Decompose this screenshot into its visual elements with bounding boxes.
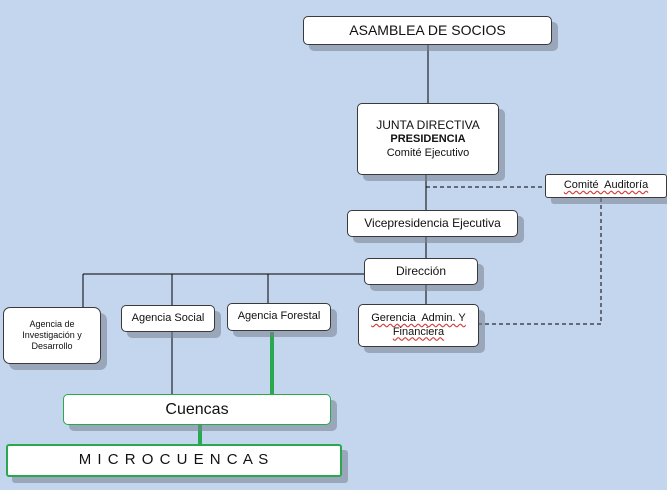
admin-finance-line-1: Gerencia Admin. Y: [371, 311, 466, 324]
micro-watersheds-label: M I C R O C U E N C A S: [78, 451, 270, 469]
micro-watersheds-box: M I C R O C U E N C A S: [6, 444, 342, 477]
assembly-box: ASAMBLEA DE SOCIOS: [303, 16, 552, 45]
board-box: JUNTA DIRECTIVA PRESIDENCIA Comité Ejecu…: [357, 103, 499, 175]
watersheds-box: Cuencas: [63, 394, 331, 425]
board-committee: Comité Ejecutivo: [386, 146, 470, 159]
executive-vp-box: Vicepresidencia Ejecutiva: [347, 210, 518, 237]
forestry-agency-label: Agencia Forestal: [237, 310, 321, 323]
research-line-2: Investigación y: [22, 329, 82, 340]
admin-finance-line-2: Financiera: [392, 325, 445, 338]
board-presidency: PRESIDENCIA: [390, 132, 466, 145]
social-agency-box: Agencia Social: [121, 305, 215, 332]
research-agency-box: Agencia de Investigación y Desarrollo: [3, 307, 101, 364]
admin-finance-box: Gerencia Admin. Y Financiera: [358, 304, 479, 347]
research-line-1: Agencia de: [29, 318, 75, 329]
direction-label: Dirección: [395, 264, 446, 278]
assembly-label: ASAMBLEA DE SOCIOS: [349, 21, 506, 38]
watersheds-label: Cuencas: [165, 400, 229, 418]
forestry-agency-box: Agencia Forestal: [227, 303, 331, 331]
executive-vp-label: Vicepresidencia Ejecutiva: [364, 216, 501, 230]
audit-committee-label: Comité Auditoría: [563, 179, 649, 192]
direction-box: Dirección: [364, 258, 478, 285]
connector-audit-admin-dashed: [479, 198, 602, 325]
audit-committee-box: Comité Auditoría: [545, 174, 667, 198]
research-line-3: Desarrollo: [31, 341, 73, 352]
board-title: JUNTA DIRECTIVA: [376, 117, 480, 132]
social-agency-label: Agencia Social: [131, 311, 205, 324]
